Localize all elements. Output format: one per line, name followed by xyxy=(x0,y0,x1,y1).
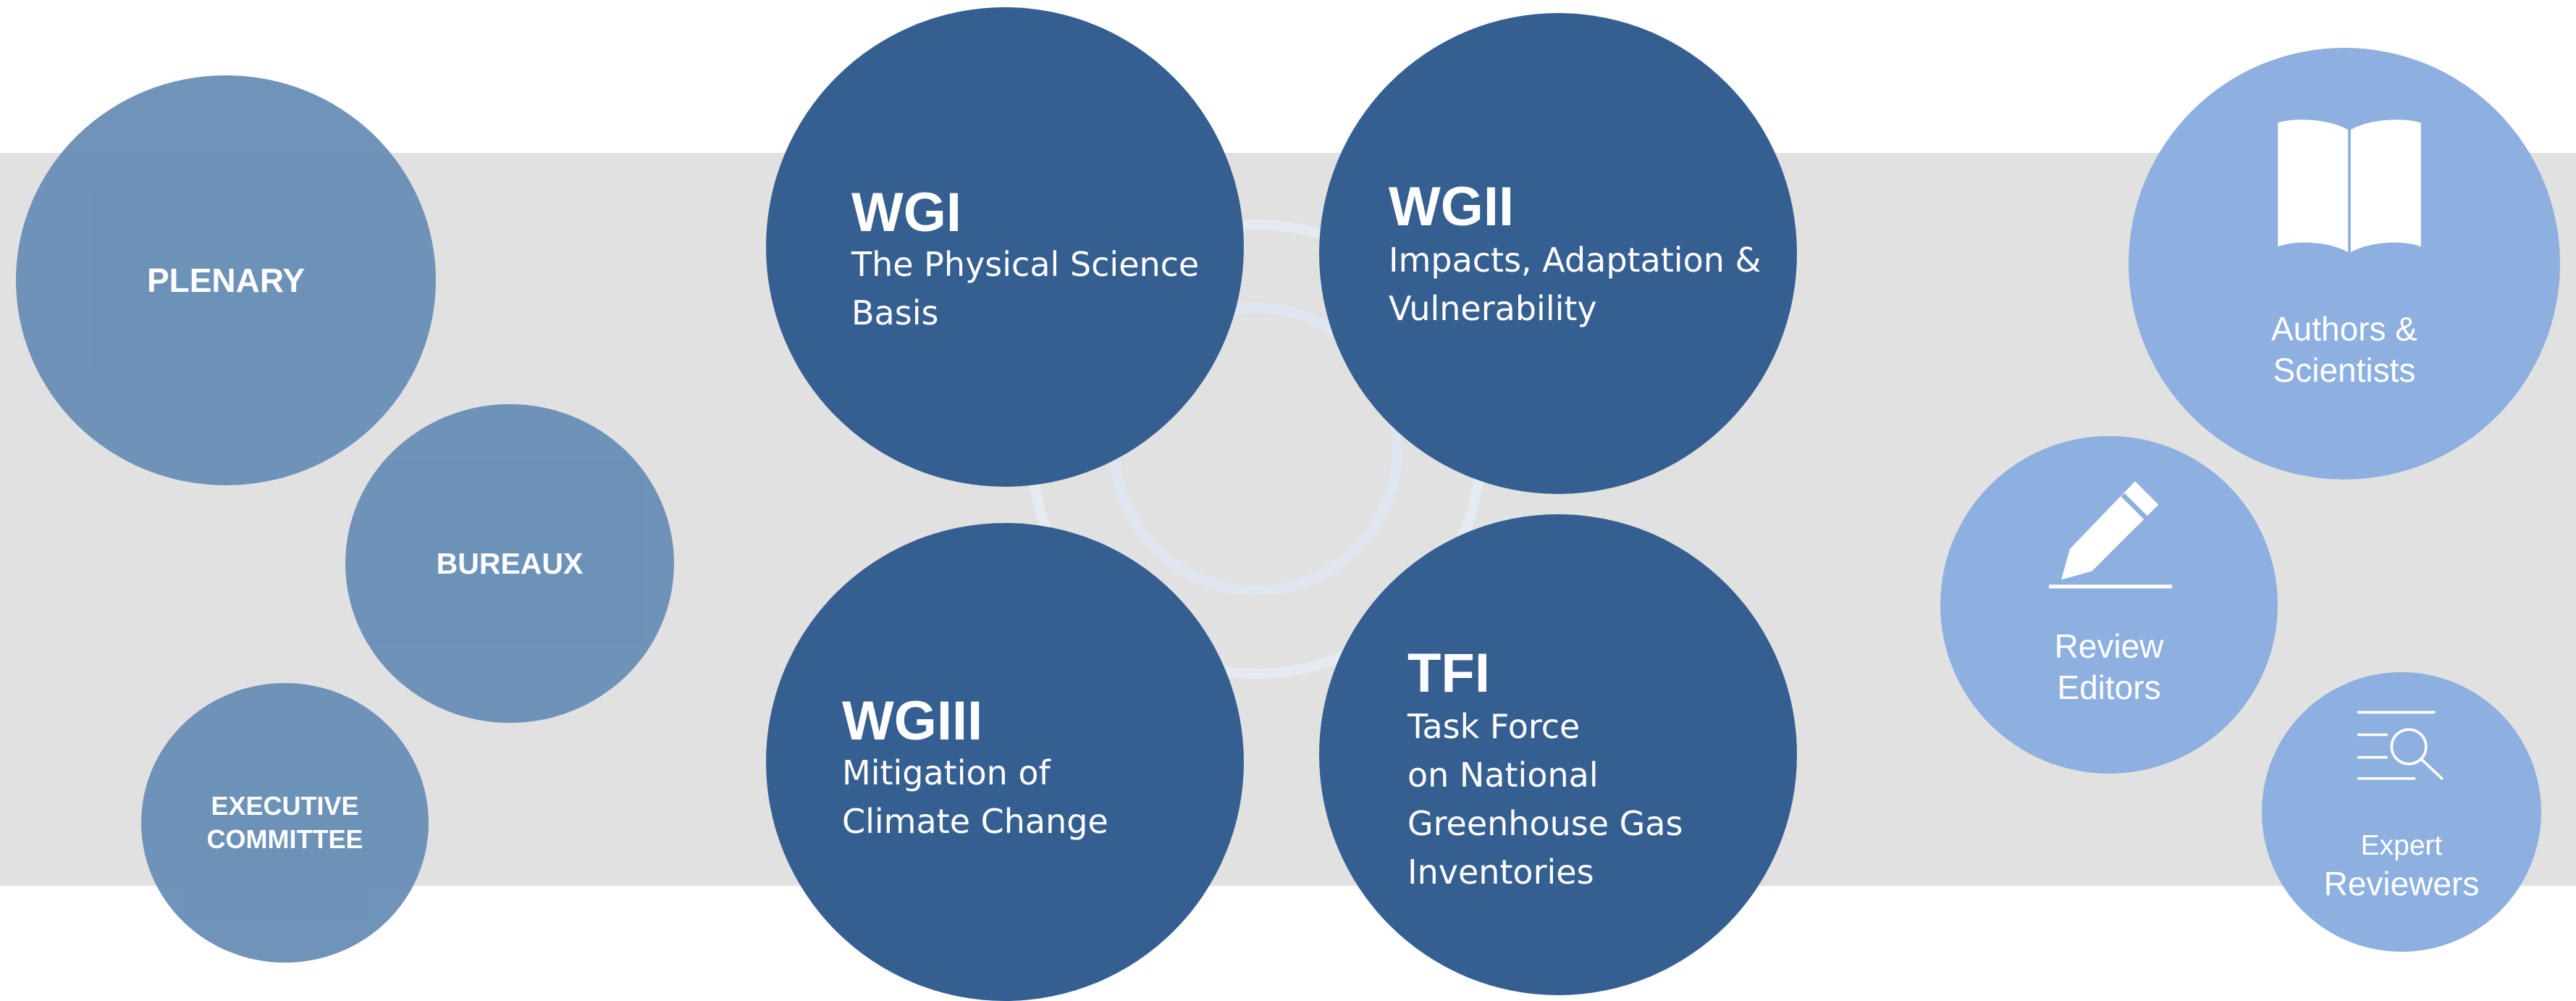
executive-committee-label: EXECUTIVE COMMITTEE xyxy=(206,791,363,854)
plenary-circle[interactable]: PLENARY xyxy=(16,75,436,485)
book-icon xyxy=(2278,120,2421,253)
review-editors-label: Review Editors xyxy=(2054,627,2164,706)
bureaux-circle[interactable]: BUREAUX xyxy=(345,404,674,723)
wg3-circle[interactable]: WGIII Mitigation of Climate Change xyxy=(766,523,1244,1001)
plenary-label: PLENARY xyxy=(146,261,306,299)
document-search-icon xyxy=(2357,711,2444,780)
authors-scientists-label: Authors & Scientists xyxy=(2271,310,2417,389)
executive-committee-circle[interactable]: EXECUTIVE COMMITTEE xyxy=(141,683,429,963)
tfi-circle[interactable]: TFI Task Force on National Greenhouse Ga… xyxy=(1319,514,1797,995)
expert-reviewers-small-label: Expert xyxy=(2360,830,2443,861)
wg2-subtitle: Impacts, Adaptation & Vulnerability xyxy=(1389,240,1761,328)
expert-reviewers-label: Reviewers xyxy=(2323,865,2480,902)
tfi-title: TFI xyxy=(1407,642,1490,704)
wg3-subtitle: Mitigation of Climate Change xyxy=(842,753,1108,841)
wg2-title: WGII xyxy=(1389,176,1515,238)
tfi-subtitle: Task Force on National Greenhouse Gas In… xyxy=(1407,707,1683,892)
review-editors-circle[interactable]: Review Editors xyxy=(1940,436,2278,774)
bureaux-label: BUREAUX xyxy=(436,546,584,580)
wg1-circle[interactable]: WGI The Physical Science Basis xyxy=(766,7,1244,487)
pencil-icon xyxy=(2049,481,2172,589)
wg1-subtitle: The Physical Science Basis xyxy=(851,245,1200,332)
wg1-title: WGI xyxy=(851,182,961,243)
wg2-circle[interactable]: WGII Impacts, Adaptation & Vulnerability xyxy=(1319,13,1797,494)
authors-scientists-circle[interactable]: Authors & Scientists xyxy=(2129,48,2560,479)
expert-reviewers-circle[interactable]: Expert Reviewers xyxy=(2262,672,2541,952)
wg3-title: WGIII xyxy=(842,690,983,752)
